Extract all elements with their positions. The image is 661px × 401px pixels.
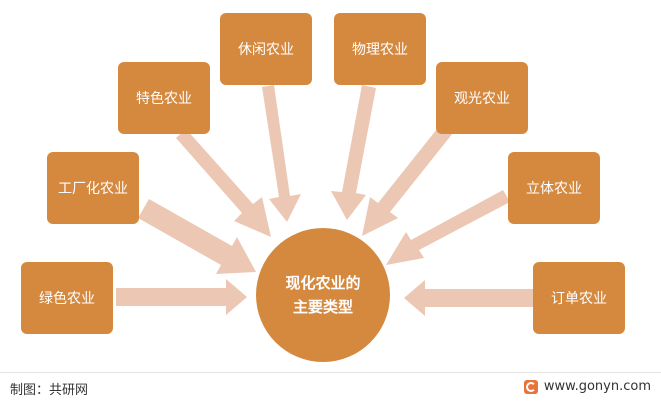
category-label: 观光农业: [454, 91, 510, 107]
arrow-physics: [331, 85, 376, 220]
arrow-sightseeing: [362, 124, 453, 236]
category-box-vertical: 立体农业: [508, 152, 600, 224]
footer-website: www.gonyn.com: [543, 379, 651, 394]
arrow-factory: [138, 199, 256, 274]
category-box-factory: 工厂化农业: [47, 152, 139, 224]
footer: 制图：共研网 www.gonyn.com: [0, 372, 661, 401]
arrow-leisure: [262, 85, 301, 222]
category-box-green: 绿色农业: [21, 262, 113, 334]
footer-website-group: www.gonyn.com: [523, 379, 651, 394]
category-label: 休闲农业: [238, 42, 294, 58]
category-box-sightseeing: 观光农业: [436, 62, 528, 134]
footer-credit: 制图：共研网: [10, 383, 89, 398]
gonyn-logo-icon: [523, 379, 538, 394]
center-circle: 现化农业的 主要类型: [256, 228, 390, 362]
category-label: 工厂化农业: [58, 181, 128, 197]
category-label: 绿色农业: [39, 291, 95, 307]
category-label: 特色农业: [136, 91, 192, 107]
arrow-vertical: [386, 190, 510, 265]
category-box-leisure: 休闲农业: [220, 13, 312, 85]
center-label-line2: 主要类型: [292, 298, 353, 316]
arrow-order: [404, 280, 533, 316]
category-box-specialty: 特色农业: [118, 62, 210, 134]
arrows-layer: [116, 85, 533, 316]
diagram-canvas: 绿色农业 工厂化农业 特色农业 休闲农业 物理农业 观光农业 立体农业 订单农业…: [21, 13, 625, 362]
center-label-line1: 现化农业的: [285, 274, 361, 292]
arrow-specialty: [176, 129, 271, 237]
category-label: 物理农业: [352, 42, 408, 58]
category-label: 订单农业: [551, 291, 607, 307]
category-box-order: 订单农业: [533, 262, 625, 334]
category-label: 立体农业: [526, 181, 582, 197]
category-box-physics: 物理农业: [334, 13, 426, 85]
arrow-green: [116, 279, 247, 315]
